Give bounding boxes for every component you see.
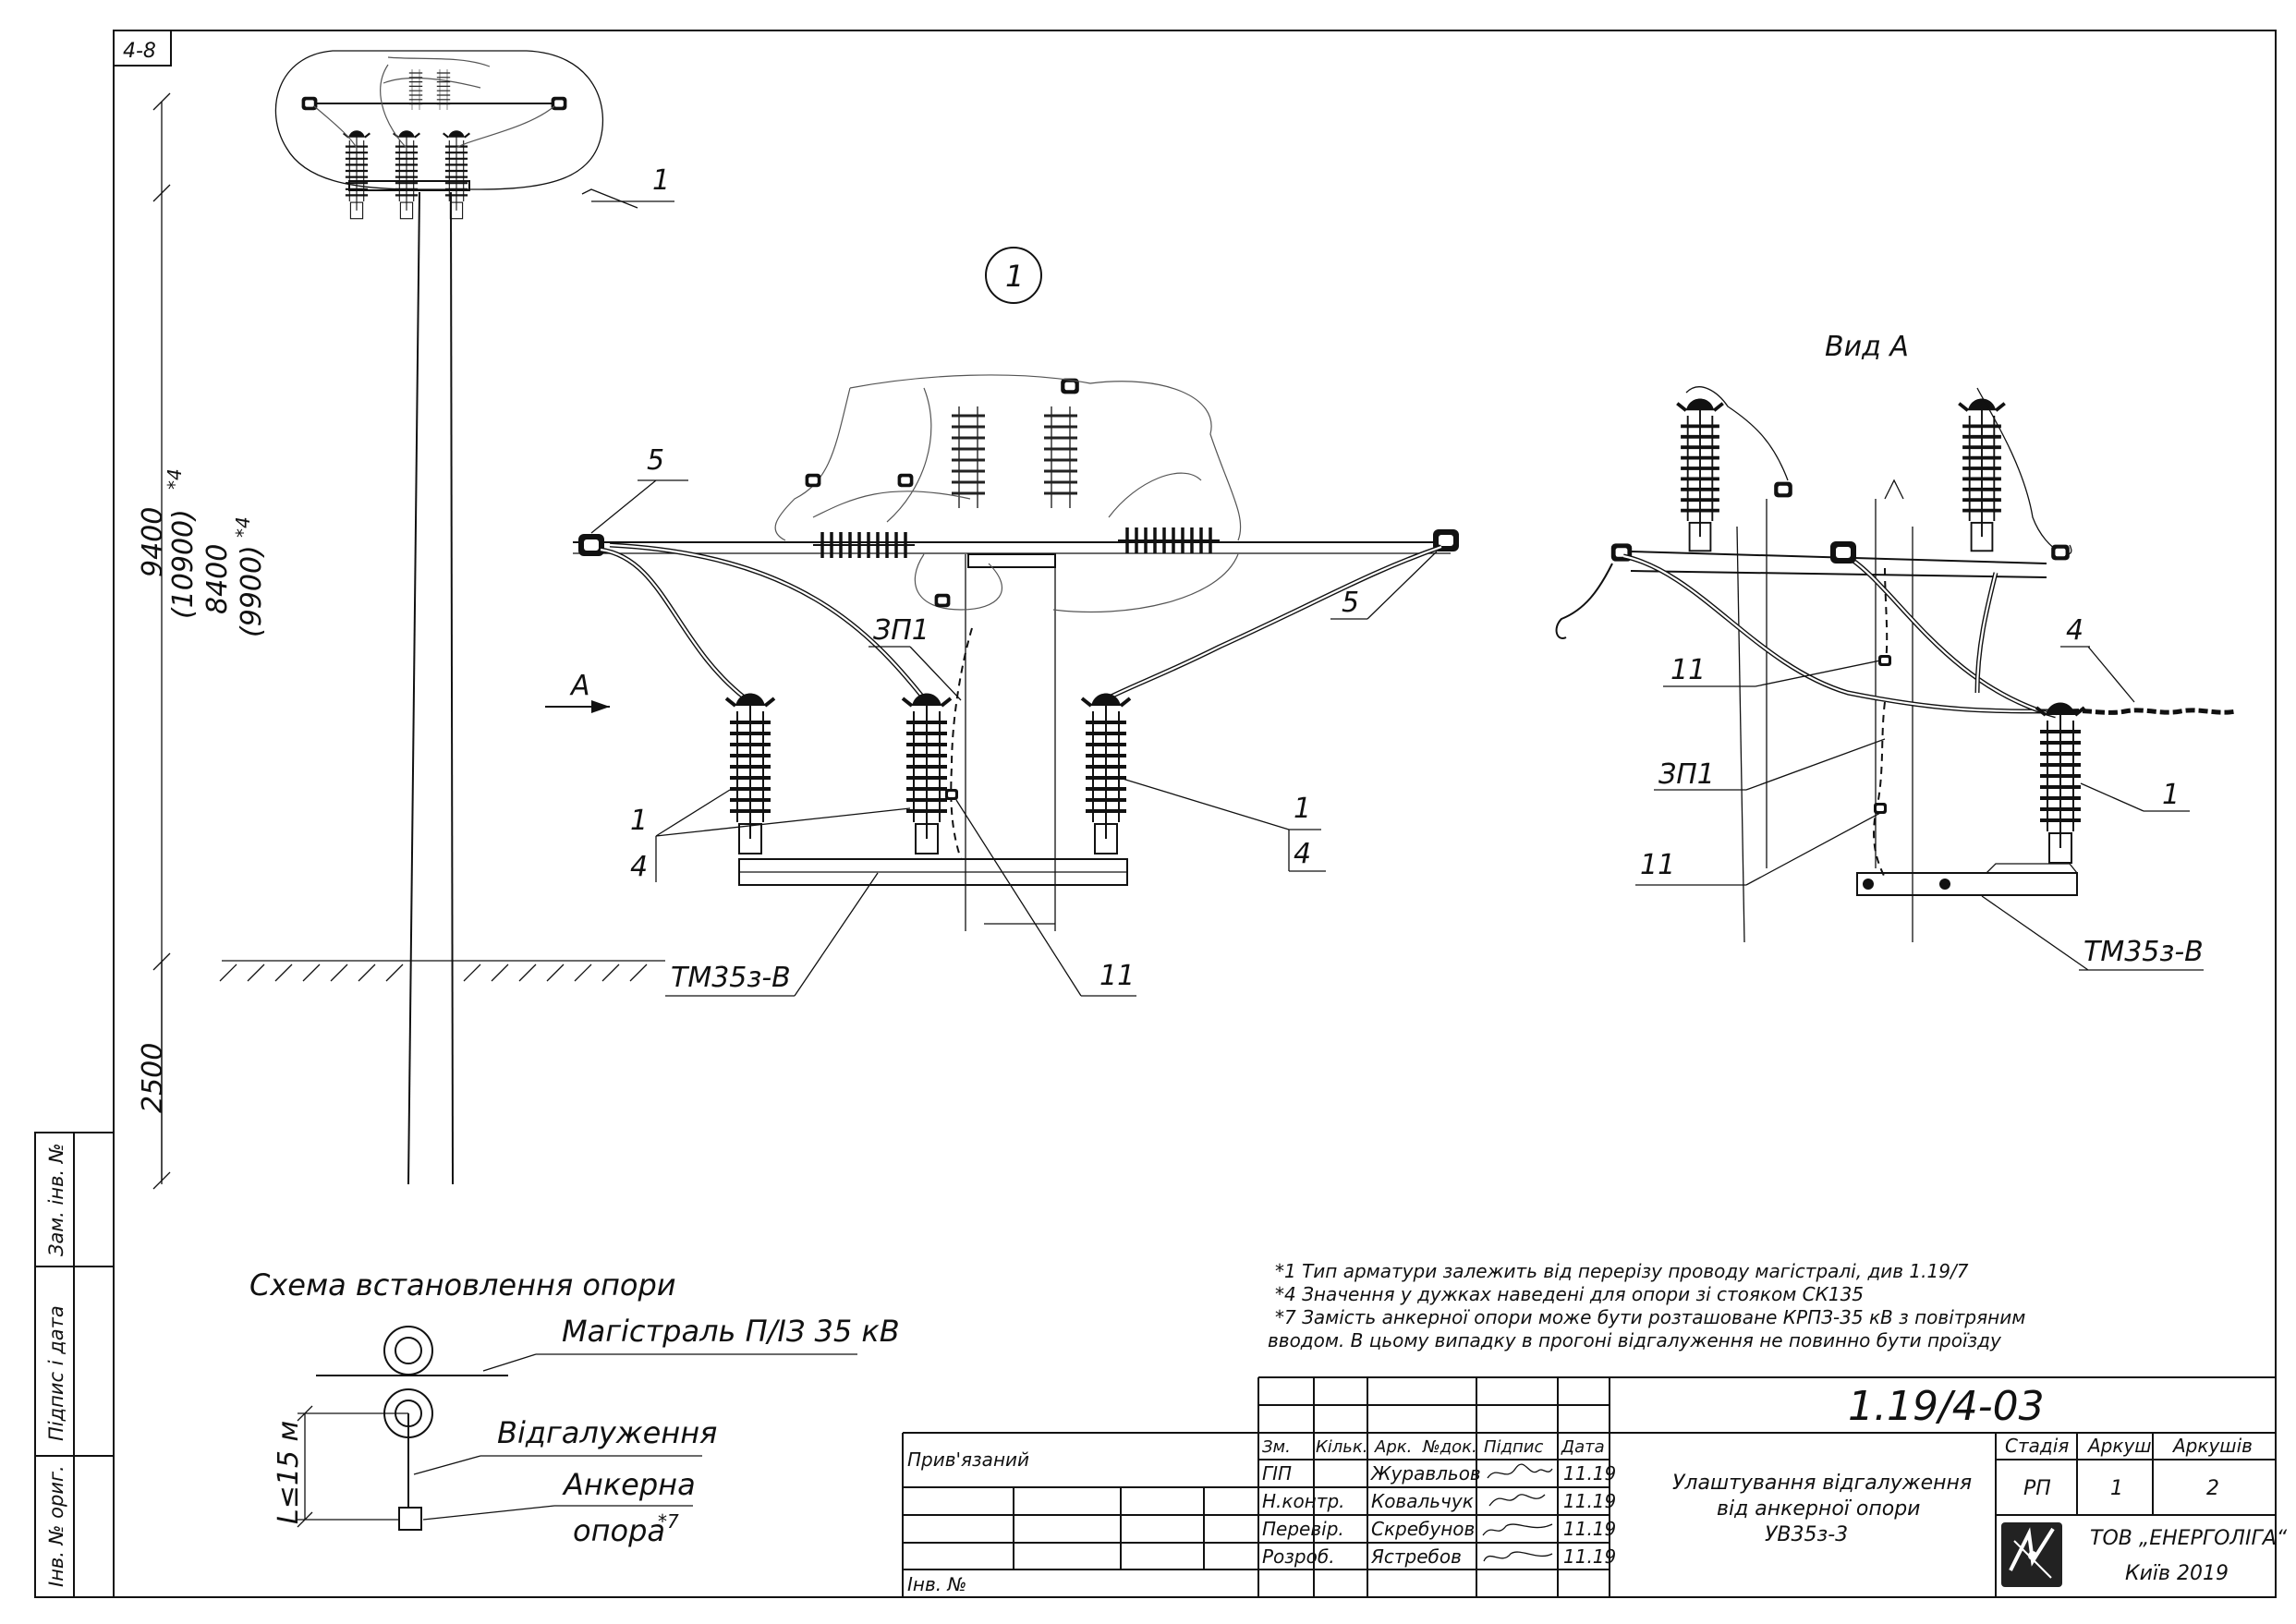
label-zp1-view-a: ЗП1: [1658, 758, 1715, 791]
scheme-branch: Відгалуження: [497, 1415, 717, 1450]
label-11-bottom: 11: [1640, 849, 1675, 881]
staff-role-0: ГІП: [1262, 1462, 1292, 1485]
note-3: *7 Замість анкерної опори може бути розт…: [1275, 1306, 2025, 1328]
label-1-right: 1: [1294, 793, 1311, 825]
signature-0: [1487, 1463, 1553, 1479]
hdr-doc: №док.: [1422, 1437, 1477, 1457]
staff-date-1: 11.19: [1563, 1490, 1616, 1512]
height-note-b: *4: [232, 516, 254, 538]
label-4-right: 4: [1294, 838, 1311, 870]
stamp-sign-date: Підпис і дата: [45, 1305, 67, 1441]
staff-role-2: Перевір.: [1262, 1518, 1344, 1540]
pole-elevation: 1 9400 (10900) *4 8400 (9900) *4 2500: [137, 50, 674, 1190]
company-name: ТОВ „ЕНЕРГОЛІГА“: [2090, 1527, 2288, 1550]
view-arrow-label: А: [569, 670, 590, 702]
staff-date-0: 11.19: [1563, 1462, 1616, 1485]
label-zp1: ЗП1: [873, 614, 929, 647]
note-2: *4 Значення у дужках наведені для опори …: [1275, 1283, 1864, 1305]
signature-1: [1488, 1494, 1546, 1507]
staff-date-3: 11.19: [1563, 1545, 1616, 1568]
hdr-sheet: Арк.: [1374, 1437, 1412, 1457]
label-5-right: 5: [1342, 587, 1359, 619]
scheme-anchor-2: опора: [573, 1513, 665, 1548]
detail-circle: [985, 247, 1042, 304]
inv-no-label: Інв. №: [907, 1573, 966, 1595]
height-10900: (10900): [167, 509, 200, 619]
staff-name-3: Ястребов: [1370, 1545, 1462, 1568]
installation-scheme: Схема встановлення опори Магістраль П/ІЗ…: [249, 1267, 900, 1548]
view-a-title: Вид А: [1825, 331, 1909, 363]
scheme-anchor: Анкерна: [562, 1467, 696, 1502]
label-tm-main: ТМ35з-В: [671, 962, 791, 994]
label-4-left: 4: [630, 851, 648, 883]
sheet-val: 1: [2110, 1477, 2123, 1500]
detail-circle-label: 1: [1005, 259, 1024, 294]
height-9900: (9900): [236, 545, 268, 637]
sheets-hdr: Аркушів: [2171, 1435, 2253, 1457]
description-line-1: Улаштування відгалуження: [1672, 1472, 1972, 1495]
stamp-replace-inv: Зам. інв. №: [45, 1143, 67, 1256]
doc-number: 1.19/4-03: [1848, 1383, 2045, 1430]
note-4: вводом. В цьому випадку в прогоні відгал…: [1268, 1329, 2002, 1351]
height-2500: 2500: [137, 1043, 169, 1113]
title-block: Прив'язаний Інв. № Зм. Кільк. Арк. №док.…: [902, 1376, 2288, 1597]
staff-role-1: Н.контр.: [1262, 1490, 1345, 1512]
height-note-a: *4: [164, 468, 186, 490]
hdr-date: Дата: [1561, 1437, 1605, 1457]
stamp-orig-inv: Інв. № ориг.: [45, 1465, 67, 1587]
staff-name-0: Журавльов: [1369, 1462, 1481, 1485]
label-tm-view-a: ТМ35з-В: [2083, 936, 2204, 968]
scheme-mainline: Магістраль П/ІЗ 35 кВ: [562, 1314, 900, 1349]
scheme-distance: L≤15 м: [273, 1421, 305, 1524]
signature-2: [1482, 1523, 1553, 1536]
sheets-val: 2: [2206, 1477, 2219, 1500]
company-city: Київ 2019: [2125, 1562, 2229, 1585]
label-5-left: 5: [647, 444, 664, 477]
head-callout-1: 1: [652, 164, 670, 197]
label-4-view-a: 4: [2066, 614, 2083, 647]
height-8400: 8400: [201, 544, 234, 614]
attached-label: Прив'язаний: [907, 1448, 1029, 1471]
label-1-left: 1: [630, 805, 648, 837]
stage-val: РП: [2023, 1477, 2051, 1500]
label-11-top: 11: [1670, 654, 1706, 686]
margin-stamp: Зам. інв. № Підпис і дата Інв. № ориг.: [34, 1132, 115, 1598]
sheet-id: 4-8: [123, 40, 156, 63]
label-11-main: 11: [1099, 960, 1135, 992]
note-1: *1 Тип арматури залежить від перерізу пр…: [1275, 1260, 1969, 1282]
signature-3: [1483, 1551, 1553, 1562]
staff-name-1: Ковальчук: [1371, 1490, 1474, 1512]
staff-name-2: Скребунов: [1371, 1518, 1475, 1540]
hdr-sign: Підпис: [1484, 1437, 1543, 1457]
staff-date-2: 11.19: [1563, 1518, 1616, 1540]
notes: *1 Тип арматури залежить від перерізу пр…: [1268, 1260, 2025, 1351]
height-9400: 9400: [137, 507, 169, 577]
hdr-zm: Зм.: [1262, 1437, 1291, 1457]
scheme-title: Схема встановлення опори: [249, 1267, 676, 1303]
stage-hdr: Стадія: [2005, 1435, 2069, 1457]
staff-role-3: Розроб.: [1262, 1545, 1335, 1568]
company-logo: [2001, 1522, 2062, 1587]
description-line-3: УВ35з-3: [1765, 1523, 1848, 1546]
scheme-anchor-note: *7: [658, 1510, 679, 1533]
description-line-2: від анкерної опори: [1717, 1497, 1920, 1521]
main-view: 1: [545, 247, 1459, 997]
sheet-hdr: Аркуш: [2086, 1435, 2152, 1457]
label-1-view-a: 1: [2162, 779, 2180, 811]
hdr-qty: Кільк.: [1316, 1437, 1368, 1457]
view-a: Вид А: [1555, 331, 2237, 971]
